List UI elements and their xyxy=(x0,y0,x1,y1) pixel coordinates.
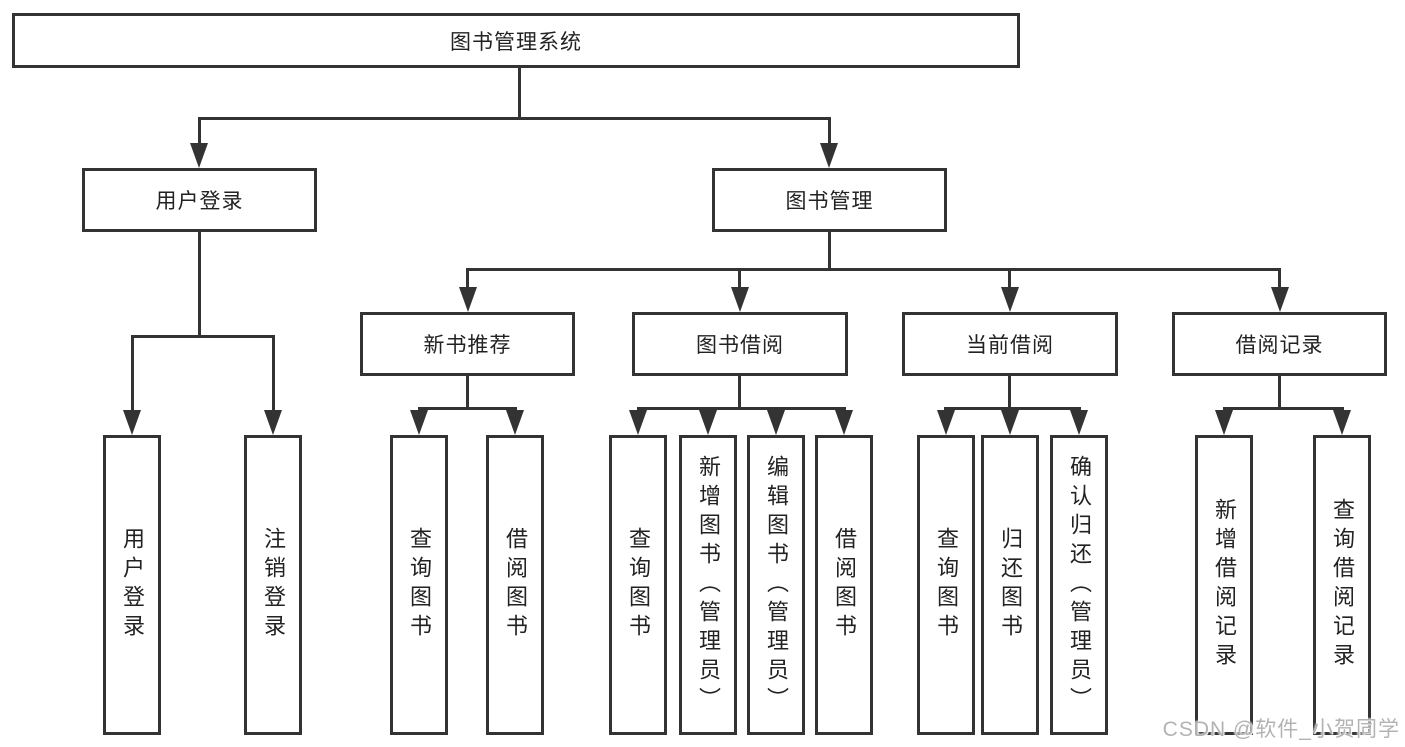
leaf-label: 查询图书 xyxy=(934,527,959,643)
leaf-borrow-books-borrowing: 借阅图书 xyxy=(815,435,873,735)
leaf-user-login: 用户登录 xyxy=(103,435,161,735)
leaf-label: 用户登录 xyxy=(120,527,145,643)
connector-line xyxy=(828,232,831,271)
connector-line xyxy=(466,268,469,290)
leaf-label: 确认归还（管理员） xyxy=(1067,454,1092,716)
leaf-label: 新增图书（管理员） xyxy=(696,454,721,716)
root-node-library-system: 图书管理系统 xyxy=(12,13,1020,68)
arrow-down-icon xyxy=(835,410,853,435)
leaf-label: 新增借阅记录 xyxy=(1212,498,1237,672)
leaf-add-books-admin: 新增图书（管理员） xyxy=(679,435,737,735)
connector-line xyxy=(518,68,521,120)
leaf-query-books-borrowing: 查询图书 xyxy=(609,435,667,735)
connector-line xyxy=(272,335,275,411)
connector-line xyxy=(198,117,831,120)
leaf-edit-books-admin: 编辑图书（管理员） xyxy=(747,435,805,735)
arrow-down-icon xyxy=(1001,287,1019,312)
leaf-borrow-books-recommend: 借阅图书 xyxy=(486,435,544,735)
arrow-down-icon xyxy=(1271,287,1289,312)
leaf-label: 注销登录 xyxy=(261,527,286,643)
connector-line xyxy=(466,268,1281,271)
branch-node-book-management: 图书管理 xyxy=(712,168,947,232)
arrow-down-icon xyxy=(820,143,838,168)
connector-line xyxy=(198,232,201,338)
arrow-down-icon xyxy=(629,410,647,435)
group-node-new-book-recommend: 新书推荐 xyxy=(360,312,575,376)
arrow-down-icon xyxy=(699,410,717,435)
arrow-down-icon xyxy=(123,410,141,435)
leaf-label: 借阅图书 xyxy=(832,527,857,643)
arrow-down-icon xyxy=(1333,410,1351,435)
leaf-label: 查询图书 xyxy=(626,527,651,643)
connector-line xyxy=(1278,268,1281,290)
group-node-book-borrowing: 图书借阅 xyxy=(632,312,848,376)
arrow-down-icon xyxy=(767,410,785,435)
leaf-query-books-current: 查询图书 xyxy=(917,435,975,735)
connector-line xyxy=(738,268,741,290)
leaf-logout: 注销登录 xyxy=(244,435,302,735)
connector-line xyxy=(1008,376,1011,410)
connector-line xyxy=(637,407,846,410)
leaf-return-books: 归还图书 xyxy=(981,435,1039,735)
arrow-down-icon xyxy=(937,410,955,435)
leaf-label: 查询图书 xyxy=(407,527,432,643)
connector-line xyxy=(131,335,275,338)
connector-line xyxy=(1008,268,1011,290)
arrow-down-icon xyxy=(264,410,282,435)
connector-line xyxy=(466,376,469,410)
leaf-label: 归还图书 xyxy=(998,527,1023,643)
arrow-down-icon xyxy=(731,287,749,312)
connector-line xyxy=(198,117,201,145)
branch-node-user-login: 用户登录 xyxy=(82,168,317,232)
arrow-down-icon xyxy=(190,143,208,168)
connector-line xyxy=(738,376,741,410)
leaf-query-books-recommend: 查询图书 xyxy=(390,435,448,735)
connector-line xyxy=(828,117,831,145)
arrow-down-icon xyxy=(459,287,477,312)
group-node-current-borrowing: 当前借阅 xyxy=(902,312,1118,376)
group-node-borrowing-records: 借阅记录 xyxy=(1172,312,1387,376)
connector-line xyxy=(1278,376,1281,410)
arrow-down-icon xyxy=(1215,410,1233,435)
leaf-query-borrow-record: 查询借阅记录 xyxy=(1313,435,1371,735)
leaf-label: 编辑图书（管理员） xyxy=(764,454,789,716)
connector-line xyxy=(418,407,517,410)
leaf-label: 借阅图书 xyxy=(503,527,528,643)
connector-line xyxy=(1223,407,1344,410)
arrow-down-icon xyxy=(1001,410,1019,435)
connector-line xyxy=(131,335,134,411)
leaf-add-borrow-record: 新增借阅记录 xyxy=(1195,435,1253,735)
arrow-down-icon xyxy=(410,410,428,435)
connector-line xyxy=(944,407,1081,410)
arrow-down-icon xyxy=(1070,410,1088,435)
leaf-confirm-return-admin: 确认归还（管理员） xyxy=(1050,435,1108,735)
leaf-label: 查询借阅记录 xyxy=(1330,498,1355,672)
watermark: CSDN @软件_小贺同学 xyxy=(1162,718,1400,741)
arrow-down-icon xyxy=(506,410,524,435)
